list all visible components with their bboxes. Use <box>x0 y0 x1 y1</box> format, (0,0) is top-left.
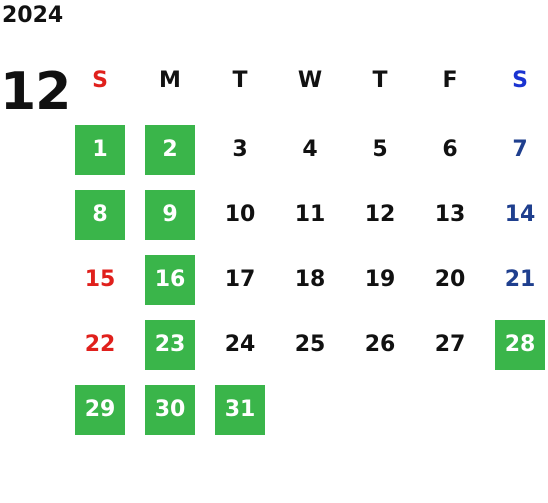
weekday-header: W <box>297 68 323 93</box>
calendar-day[interactable]: 12 <box>364 202 396 227</box>
calendar-day[interactable]: 21 <box>504 267 536 292</box>
calendar-day[interactable]: 24 <box>224 332 256 357</box>
calendar-day[interactable]: 5 <box>372 137 388 162</box>
calendar-day[interactable]: 25 <box>294 332 326 357</box>
calendar-day[interactable]: 4 <box>302 137 318 162</box>
weekday-header: M <box>159 68 181 93</box>
calendar-day-highlighted[interactable]: 16 <box>145 255 195 305</box>
calendar-day-highlighted[interactable]: 23 <box>145 320 195 370</box>
weekday-header: S <box>512 68 528 93</box>
calendar-day[interactable]: 19 <box>364 267 396 292</box>
calendar-day-highlighted[interactable]: 2 <box>145 125 195 175</box>
calendar-day[interactable]: 17 <box>224 267 256 292</box>
calendar-day[interactable]: 14 <box>504 202 536 227</box>
calendar-day[interactable]: 15 <box>84 267 116 292</box>
calendar-day[interactable]: 10 <box>224 202 256 227</box>
calendar-day-highlighted[interactable]: 29 <box>75 385 125 435</box>
calendar-day[interactable]: 26 <box>364 332 396 357</box>
weekday-header: T <box>232 68 248 93</box>
month-number: 12 <box>0 62 71 122</box>
calendar-day[interactable]: 3 <box>232 137 248 162</box>
calendar-day[interactable]: 20 <box>434 267 466 292</box>
calendar-day[interactable]: 22 <box>84 332 116 357</box>
calendar-day[interactable]: 18 <box>294 267 326 292</box>
calendar-day-highlighted[interactable]: 1 <box>75 125 125 175</box>
weekday-header: F <box>442 68 458 93</box>
calendar-day-highlighted[interactable]: 28 <box>495 320 545 370</box>
weekday-header: T <box>372 68 388 93</box>
calendar-day[interactable]: 13 <box>434 202 466 227</box>
calendar-day-highlighted[interactable]: 9 <box>145 190 195 240</box>
year-label: 2024 <box>2 3 64 28</box>
calendar-day-highlighted[interactable]: 8 <box>75 190 125 240</box>
calendar-day[interactable]: 27 <box>434 332 466 357</box>
calendar-day-highlighted[interactable]: 30 <box>145 385 195 435</box>
calendar-day[interactable]: 6 <box>442 137 458 162</box>
calendar-day[interactable]: 11 <box>294 202 326 227</box>
calendar-day-highlighted[interactable]: 31 <box>215 385 265 435</box>
calendar-day[interactable]: 7 <box>512 137 528 162</box>
weekday-header: S <box>92 68 108 93</box>
